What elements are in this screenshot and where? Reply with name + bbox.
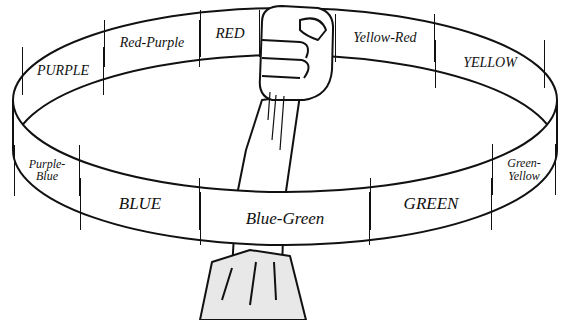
band-segment: Red-Purple [104, 20, 200, 67]
fingers [262, 40, 309, 78]
hue-name: Red-Purple [117, 36, 188, 51]
hand-drawing [200, 6, 333, 320]
band-segment: Purple-Blue [14, 145, 80, 196]
front-band [13, 100, 557, 245]
hue-name: GREEN [401, 195, 462, 213]
hue-name: YELLOW [460, 56, 520, 71]
band-segment: Green-Yellow [492, 144, 556, 195]
band-segment: Blue-Green [200, 192, 370, 245]
band-segment: YELLOW [435, 40, 545, 88]
fist [260, 6, 333, 100]
sleeve [200, 250, 306, 320]
band-segment: Yellow-Red [335, 14, 435, 61]
hue-name: Purple-Blue [15, 158, 79, 183]
hue-name: Blue-Green [243, 210, 328, 228]
band-segment: GREEN [370, 178, 492, 231]
hand-shading [268, 92, 284, 150]
thumb [300, 18, 326, 40]
hue-name: Yellow-Red [350, 31, 419, 46]
band-segment: PURPLE [22, 47, 104, 95]
sleeve-fold [222, 262, 276, 305]
hue-name: Green-Yellow [493, 157, 555, 182]
band-segment: BLUE [80, 178, 200, 231]
hue-name: BLUE [116, 195, 165, 213]
band-segment: RED [200, 10, 260, 57]
hue-name: RED [212, 26, 247, 42]
hue-name: PURPLE [34, 64, 92, 79]
